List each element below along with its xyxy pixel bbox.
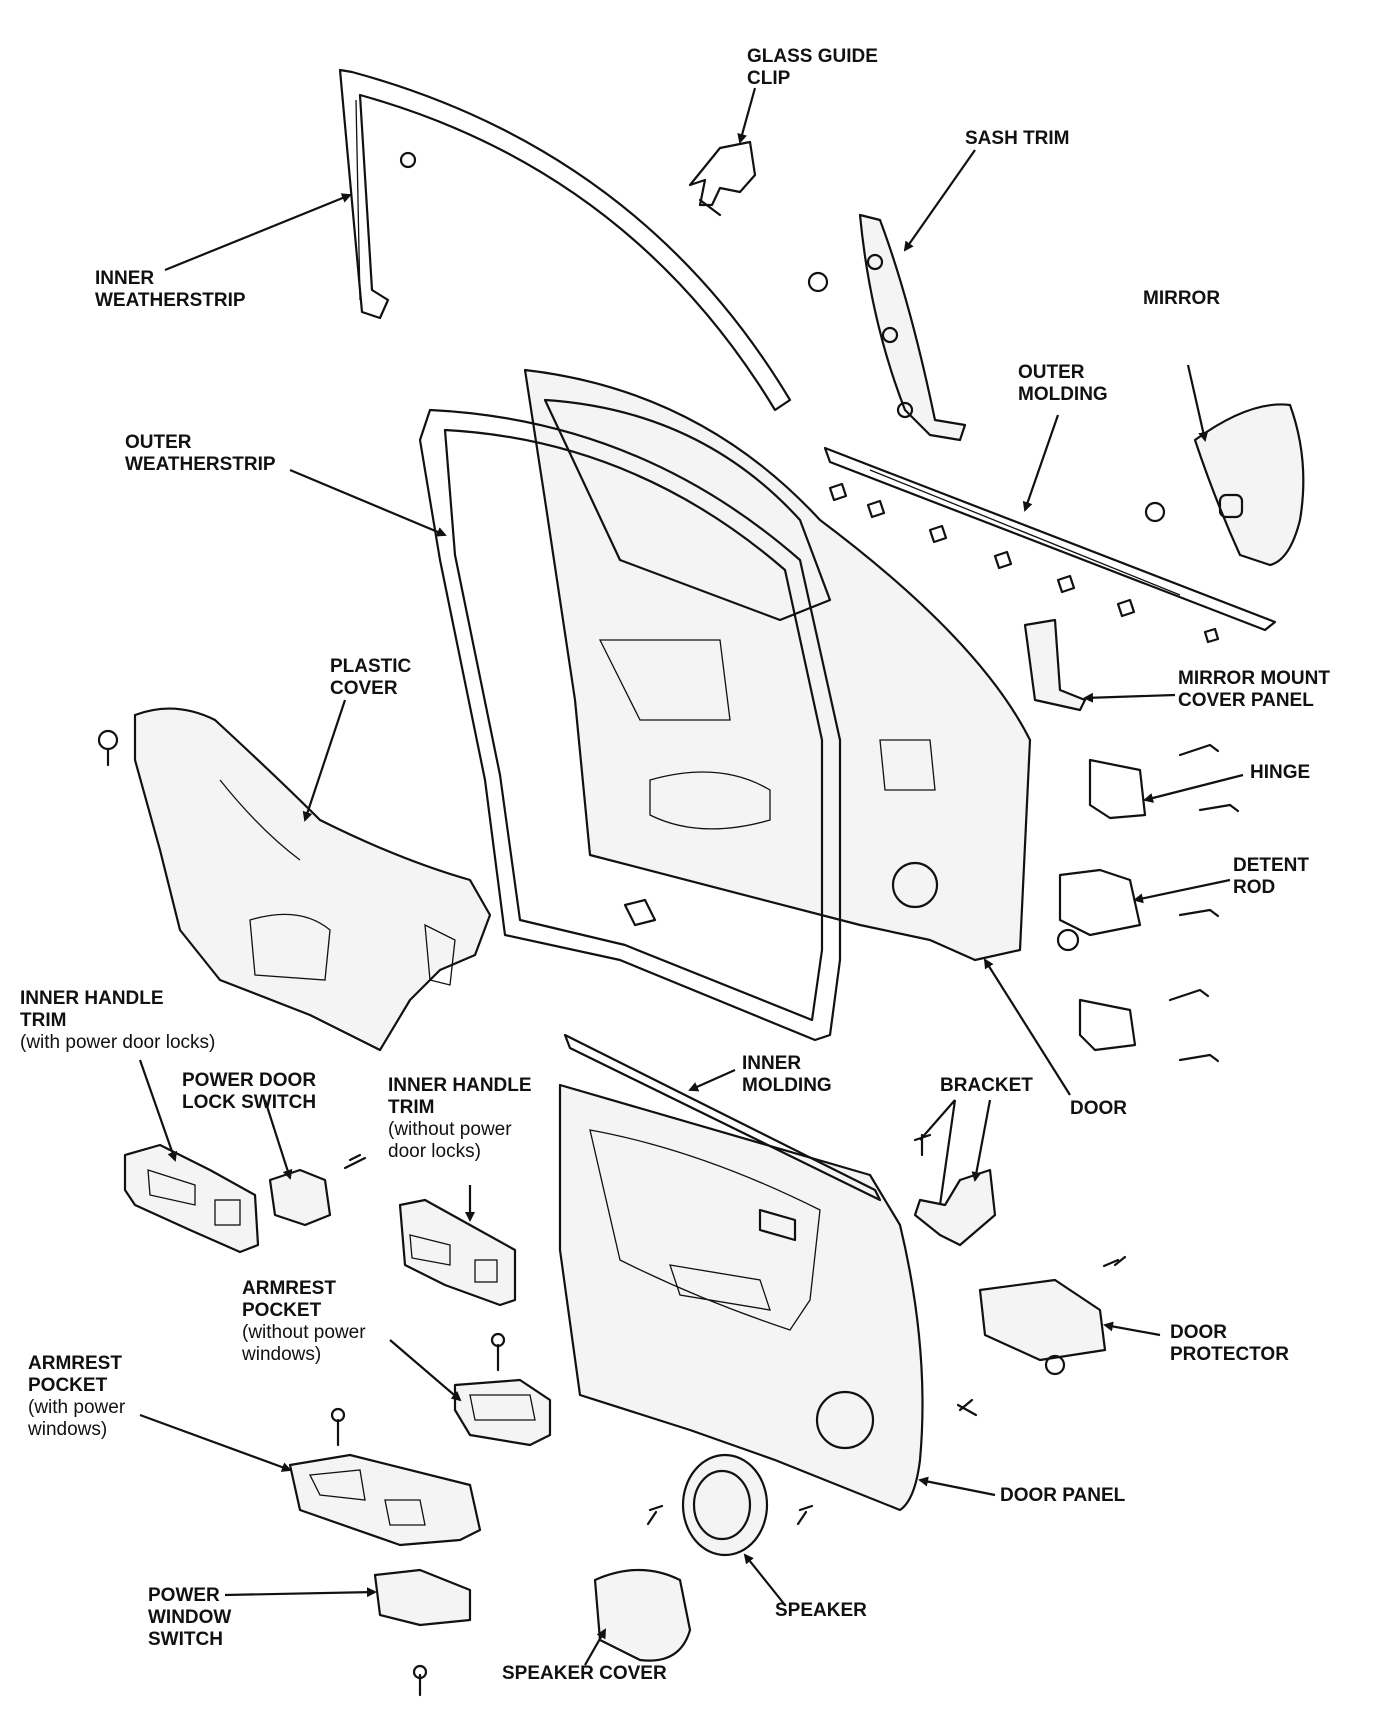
label-sash-trim: SASH TRIM bbox=[965, 128, 1070, 149]
label-armrest-pocket-power: ARMREST POCKET (with power windows) bbox=[28, 1353, 126, 1440]
inner-handle-trim-nopower-part bbox=[398, 1198, 517, 1307]
power-window-switch-part bbox=[373, 1568, 472, 1697]
label-speaker: SPEAKER bbox=[775, 1600, 867, 1621]
inner-handle-trim-power-part bbox=[123, 1143, 260, 1254]
sash-trim-part bbox=[807, 213, 967, 442]
mirror-part bbox=[1144, 403, 1305, 567]
hinge-parts bbox=[1056, 743, 1240, 1063]
leader-lines bbox=[138, 87, 1244, 1666]
label-inner-weatherstrip: INNER WEATHERSTRIP bbox=[95, 268, 246, 311]
label-mirror-mount-cover-panel: MIRROR MOUNT COVER PANEL bbox=[1178, 668, 1330, 711]
label-outer-weatherstrip: OUTER WEATHERSTRIP bbox=[125, 432, 276, 475]
door-panel-part bbox=[558, 1083, 924, 1512]
label-detent-rod: DETENT ROD bbox=[1233, 855, 1309, 898]
glass-guide-clip-part bbox=[688, 140, 757, 217]
label-inner-molding: INNER MOLDING bbox=[742, 1053, 832, 1096]
inner-weatherstrip-part bbox=[338, 68, 792, 412]
label-bracket: BRACKET bbox=[940, 1075, 1033, 1096]
label-power-window-switch: POWER WINDOW SWITCH bbox=[148, 1585, 232, 1650]
outer-molding-part bbox=[823, 446, 1277, 644]
door-part bbox=[523, 368, 1032, 962]
bolt-misc bbox=[956, 1398, 978, 1417]
inner-molding-part bbox=[563, 1033, 882, 1202]
armrest-pocket-nopower-part bbox=[453, 1332, 552, 1447]
power-door-lock-switch-part bbox=[268, 1153, 367, 1227]
label-hinge: HINGE bbox=[1250, 762, 1311, 783]
armrest-pocket-power-part bbox=[288, 1407, 482, 1547]
label-armrest-pocket-nopower: ARMREST POCKET (without power windows) bbox=[242, 1278, 366, 1365]
label-inner-handle-trim-power: INNER HANDLE TRIM (with power door locks… bbox=[20, 988, 216, 1053]
mirror-mount-cover-panel-part bbox=[1023, 618, 1087, 712]
label-glass-guide-clip: GLASS GUIDE CLIP bbox=[747, 46, 878, 89]
outer-weatherstrip-part bbox=[418, 408, 842, 1042]
speaker-cover-part bbox=[593, 1568, 692, 1662]
label-speaker-cover: SPEAKER COVER bbox=[502, 1663, 667, 1684]
label-plastic-cover: PLASTIC COVER bbox=[330, 656, 412, 699]
door-protector-part bbox=[978, 1255, 1127, 1376]
label-outer-molding: OUTER MOLDING bbox=[1018, 362, 1108, 405]
label-door: DOOR bbox=[1070, 1098, 1127, 1119]
plastic-cover-part bbox=[97, 707, 492, 1052]
speaker-part bbox=[646, 1453, 814, 1557]
bracket-part bbox=[913, 1133, 997, 1247]
label-door-protector: DOOR PROTECTOR bbox=[1170, 1322, 1289, 1365]
label-power-door-lock-switch: POWER DOOR LOCK SWITCH bbox=[182, 1070, 317, 1113]
label-inner-handle-trim-nopower: INNER HANDLE TRIM (without power door lo… bbox=[388, 1075, 532, 1162]
label-door-panel: DOOR PANEL bbox=[1000, 1485, 1126, 1506]
label-mirror: MIRROR bbox=[1143, 288, 1221, 309]
